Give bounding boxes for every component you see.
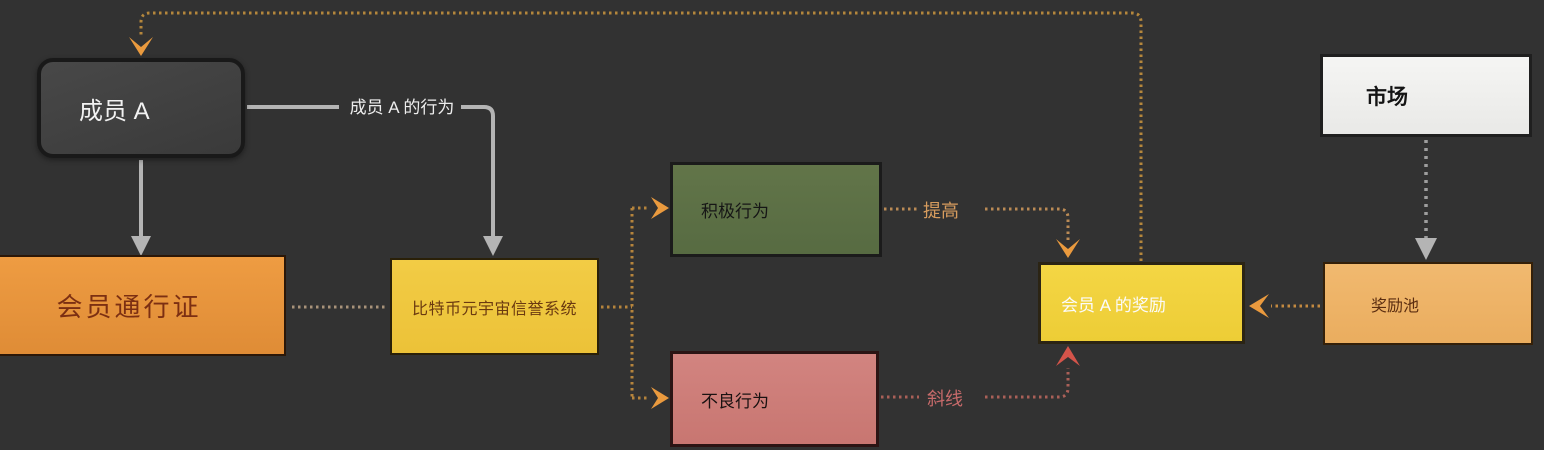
node-member-a-reward: 会员 A 的奖励 xyxy=(1038,262,1245,344)
arrow-down-icon xyxy=(483,236,503,256)
node-reward-pool-label: 奖励池 xyxy=(1371,297,1420,315)
node-negative-behavior: 不良行为 xyxy=(670,351,879,447)
edge-increase-label-to-reward xyxy=(985,207,1070,240)
node-member-pass-label: 会员通行证 xyxy=(56,292,202,322)
node-reputation-system-label: 比特币元宇宙信誉系统 xyxy=(411,300,577,318)
node-reputation-system: 比特币元宇宙信誉系统 xyxy=(390,258,599,355)
node-member-a-label: 成员 A xyxy=(79,97,150,125)
edge-system-branch xyxy=(601,206,649,400)
edge-reward-to-member-a xyxy=(139,11,1143,261)
node-market: 市场 xyxy=(1320,54,1532,137)
edge-label-member-a-behavior: 成员 A 的行为 xyxy=(349,98,455,117)
arrow-down-icon xyxy=(1415,238,1437,260)
arrow-down-icon xyxy=(131,236,151,256)
node-member-pass: 会员通行证 xyxy=(0,255,286,356)
arrow-left-icon xyxy=(1249,294,1269,318)
arrow-down-icon xyxy=(1056,239,1080,258)
node-reward-pool: 奖励池 xyxy=(1323,262,1533,345)
edge-label-increase: 提高 xyxy=(923,201,959,221)
node-positive-behavior-label: 积极行为 xyxy=(701,202,769,221)
node-member-a: 成员 A xyxy=(37,58,245,158)
edge-behavior-label-to-system xyxy=(461,105,495,238)
arrow-down-icon xyxy=(129,37,153,56)
node-member-a-reward-label: 会员 A 的奖励 xyxy=(1061,295,1166,315)
arrow-right-icon xyxy=(651,197,669,219)
arrow-right-icon xyxy=(651,387,669,409)
arrow-up-icon xyxy=(1056,346,1080,366)
edge-diagonal-label-to-reward xyxy=(985,368,1070,399)
node-positive-behavior: 积极行为 xyxy=(670,162,882,257)
node-market-label: 市场 xyxy=(1366,85,1408,109)
node-negative-behavior-label: 不良行为 xyxy=(701,391,769,411)
edge-label-diagonal: 斜线 xyxy=(927,389,963,409)
